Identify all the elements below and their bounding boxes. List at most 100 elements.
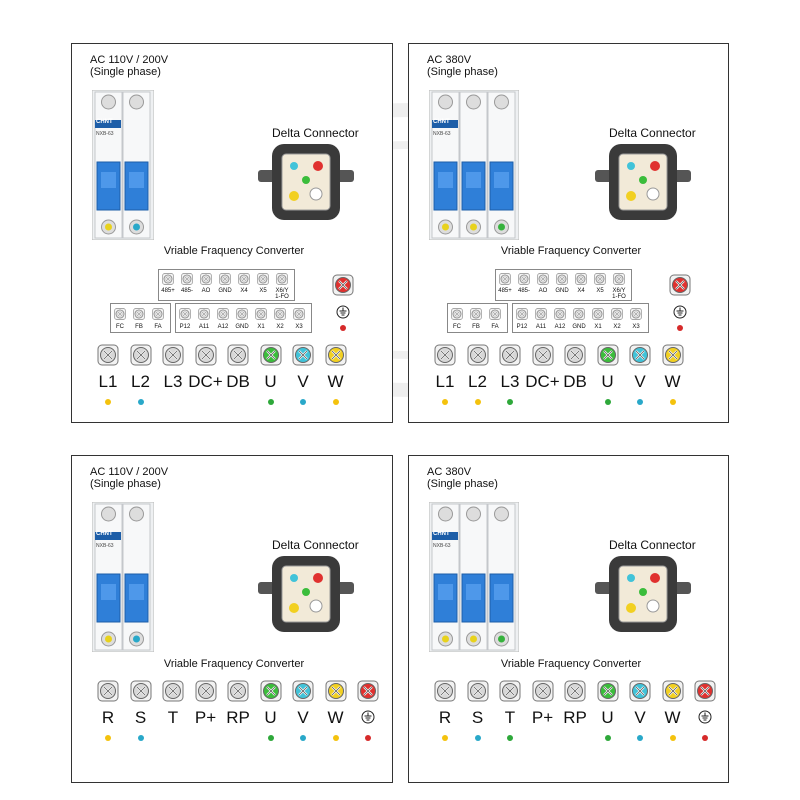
control-terminal-label: X6/Y 1-FO: [275, 288, 289, 300]
main-terminal-screw-icon: [227, 344, 249, 366]
wire-color-dot: [669, 735, 676, 741]
main-terminal-screw-icon: [162, 680, 184, 702]
main-terminal-screw-icon: [434, 344, 456, 366]
wire-color-dot: [332, 399, 339, 405]
control-terminal-screw-icon: [451, 307, 463, 320]
main-terminal-screw-icon: [97, 344, 119, 366]
main-terminal-label: L1: [435, 372, 455, 391]
delta-connector-icon: [258, 556, 354, 637]
control-terminal-screw-icon: [181, 272, 193, 285]
breaker-brand-label: CHNT: [433, 119, 450, 125]
main-terminal-screw-icon: [564, 344, 586, 366]
wire-color-dot: [507, 735, 513, 741]
delta-connector-label: Delta Connector: [609, 538, 696, 552]
control-terminal-screw-icon: [219, 272, 231, 285]
supply-phase-subtitle: (Single phase): [90, 66, 161, 78]
control-terminal-screw-icon: [613, 272, 625, 285]
control-terminal-screw-icon: [200, 272, 212, 285]
control-terminal-label: GND: [572, 324, 586, 330]
earth-ground-icon: [361, 710, 375, 729]
breaker-model-label: NXB-63: [96, 543, 114, 549]
main-terminal-label: U: [601, 372, 614, 391]
main-terminal-screw-icon: [532, 680, 554, 702]
control-terminal-screw-icon: [611, 307, 623, 320]
control-terminal-screw-icon: [114, 307, 126, 320]
earth-ground-icon: [673, 305, 687, 324]
control-terminal-label: A11: [535, 324, 547, 330]
breaker-model-label: NXB-63: [96, 131, 114, 137]
main-terminal-label: U: [601, 708, 614, 727]
main-terminal-label: U: [264, 372, 277, 391]
control-terminal-screw-icon: [535, 307, 547, 320]
wire-color-dot: [137, 735, 144, 741]
main-terminal-label: L2: [468, 372, 487, 391]
control-terminal-screw-icon: [489, 307, 501, 320]
wire-color-dot: [637, 735, 643, 741]
ground-color-dot: [340, 325, 346, 331]
control-terminal-screw-icon: [255, 307, 267, 320]
main-terminal-label: R: [438, 708, 452, 727]
main-terminal-label: V: [297, 372, 309, 391]
main-terminal-screw-icon: [130, 344, 152, 366]
wire-color-dot: [137, 399, 144, 405]
wire-color-dot: [442, 399, 448, 405]
delta-connector-label: Delta Connector: [272, 538, 359, 552]
control-terminal-label: GND: [555, 288, 569, 294]
control-terminal-label: P12: [179, 324, 191, 330]
delta-connector-icon: [258, 144, 354, 225]
ground-terminal-label: ⏚: [409, 456, 410, 457]
ground-terminal-screw-icon: [694, 680, 716, 702]
control-terminal-label: FA: [154, 324, 162, 330]
control-terminal-screw-icon: [152, 307, 164, 320]
control-terminal-label: X5: [259, 288, 267, 294]
main-terminal-label: DC+: [188, 372, 223, 391]
main-terminal-label: W: [327, 372, 344, 391]
main-terminal-label: L3: [163, 372, 183, 391]
control-terminal-screw-icon: [133, 307, 145, 320]
main-terminal-label: L2: [131, 372, 150, 391]
wire-color-dot: [300, 735, 306, 741]
control-terminal-screw-icon: [556, 272, 568, 285]
control-terminal-label: FC: [116, 324, 124, 330]
control-terminal-screw-icon: [516, 307, 528, 320]
control-terminal-screw-icon: [293, 307, 305, 320]
breaker-model-label: NXB-63: [433, 131, 451, 137]
control-terminal-screw-icon: [592, 307, 604, 320]
control-terminal-label: X4: [577, 288, 585, 294]
control-terminal-screw-icon: [554, 307, 566, 320]
wire-color-dot: [702, 735, 708, 741]
ground-terminal-label: ⏚: [72, 456, 73, 457]
main-terminal-screw-icon: [662, 344, 684, 366]
control-terminal-label: FA: [491, 324, 499, 330]
delta-connector-label: Delta Connector: [272, 126, 359, 140]
main-terminal-screw-icon: [292, 680, 314, 702]
main-terminal-label: P+: [194, 708, 217, 727]
vfc-label: Vriable Fraquency Converter: [163, 658, 305, 670]
control-terminal-screw-icon: [198, 307, 210, 320]
control-terminal-screw-icon: [575, 272, 587, 285]
control-terminal-screw-icon: [162, 272, 174, 285]
control-terminal-screw-icon: [630, 307, 642, 320]
main-terminal-screw-icon: [97, 680, 119, 702]
main-terminal-screw-icon: [564, 680, 586, 702]
main-terminal-label: U: [264, 708, 277, 727]
control-terminal-label: X5: [596, 288, 604, 294]
main-terminal-label: R: [101, 708, 115, 727]
main-terminal-label: W: [327, 708, 344, 727]
ground-terminal-icon: [332, 274, 354, 296]
control-terminal-screw-icon: [274, 307, 286, 320]
supply-phase-subtitle: (Single phase): [90, 478, 161, 490]
control-terminal-screw-icon: [499, 272, 511, 285]
wire-color-dot: [267, 399, 274, 405]
main-terminal-screw-icon: [467, 344, 489, 366]
vfc-label: Vriable Fraquency Converter: [163, 245, 305, 257]
control-terminal-block-io: [175, 303, 312, 333]
control-terminal-label: FC: [453, 324, 461, 330]
ground-color-dot: [677, 325, 683, 331]
earth-ground-icon: [698, 710, 712, 729]
wire-color-dot: [105, 399, 111, 405]
control-terminal-screw-icon: [179, 307, 191, 320]
